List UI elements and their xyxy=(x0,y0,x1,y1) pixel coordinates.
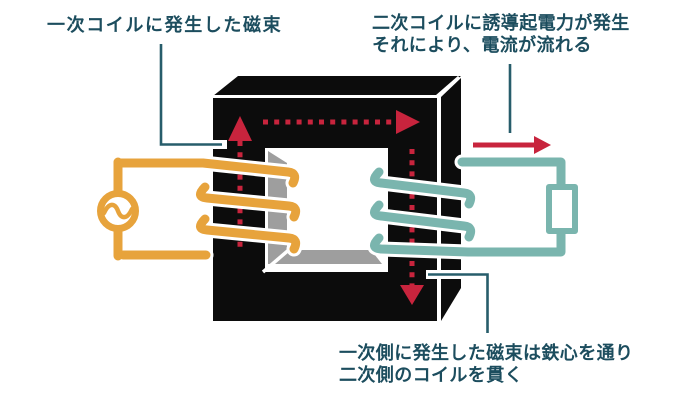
label-flux-path-line1: 一次側に発生した磁束は鉄心を通り xyxy=(339,343,634,363)
flux-arrow-right-icon xyxy=(396,110,420,134)
secondary-wire-top xyxy=(457,157,566,194)
label-primary-flux: 一次コイルに発生した磁束 xyxy=(47,15,283,35)
label-secondary-emf-line1: 二次コイルに誘導起電力が発生 xyxy=(372,13,630,33)
current-arrowhead-icon xyxy=(534,136,551,154)
current-arrow xyxy=(473,136,551,154)
flux-arrow-up-icon xyxy=(228,116,252,141)
primary-coil-turn-2 xyxy=(196,182,301,222)
core-window-corner-highlight xyxy=(261,246,293,274)
load-resistor xyxy=(546,184,578,234)
flux-arrow-down-icon xyxy=(400,285,424,305)
secondary-coil-turn-3 xyxy=(370,226,566,257)
primary-coil-turn-3 xyxy=(196,214,301,254)
sine-wave-icon xyxy=(101,202,135,220)
pointer-flux-path xyxy=(428,273,489,333)
secondary-circuit xyxy=(367,154,578,260)
label-flux-path-line2: 二次側のコイルを貫く xyxy=(339,364,523,385)
primary-wire-outline xyxy=(110,155,304,263)
secondary-coil-turn-2 xyxy=(370,200,476,242)
label-flux-path: 一次側に発生した磁束は鉄心を通り 二次側のコイルを貫く xyxy=(339,343,633,386)
secondary-coil xyxy=(370,157,566,257)
iron-core xyxy=(212,75,461,322)
label-pointers xyxy=(159,44,512,333)
core-top-face xyxy=(213,76,461,96)
primary-circuit xyxy=(97,155,304,263)
label-secondary-emf: 二次コイルに誘導起電力が発生 それにより、電流が流れる xyxy=(372,13,630,56)
ac-source-icon xyxy=(97,190,139,232)
secondary-coil-turn-1 xyxy=(370,167,476,209)
core-edge-highlight-corner xyxy=(435,75,460,99)
label-secondary-emf-line2: それにより、電流が流れる xyxy=(372,34,592,55)
primary-coil xyxy=(113,157,301,261)
core-right-face xyxy=(441,78,461,321)
primary-coil-turn-1 xyxy=(113,158,300,188)
pointer-primary-flux xyxy=(159,44,222,146)
